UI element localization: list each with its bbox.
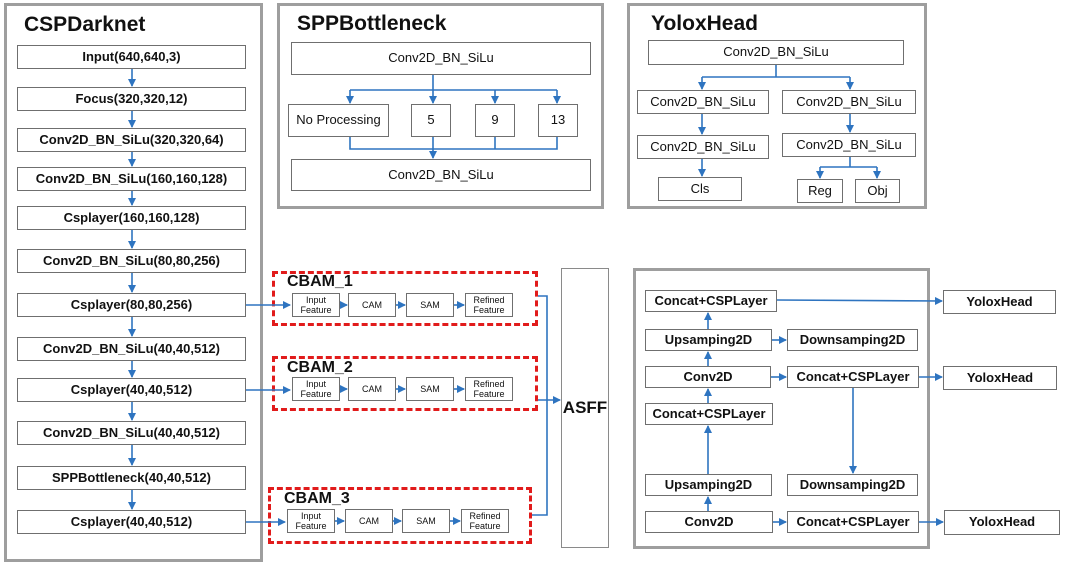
cbam-2-box (272, 356, 538, 411)
cbam-3-cam: CAM (345, 509, 393, 533)
csp-layer-focus: Focus(320,320,12) (17, 87, 246, 111)
neck-upsampling-2: Upsamping2D (645, 474, 772, 496)
output-yolox-head-2: YoloxHead (943, 366, 1057, 390)
yolox-right-conv-2: Conv2D_BN_SiLu (782, 133, 916, 157)
neck-downsampling-1: Downsamping2D (787, 329, 918, 351)
cbam-3-title: CBAM_3 (284, 490, 350, 507)
asff-block: ASFF (561, 268, 609, 548)
spp-branch-13: 13 (538, 104, 578, 137)
neck-concat-csp-1: Concat+CSPLayer (645, 290, 777, 312)
csp-layer-conv-160: Conv2D_BN_SiLu(160,160,128) (17, 167, 246, 191)
neck-concat-csp-2: Concat+CSPLayer (787, 366, 919, 388)
cbam-1-title: CBAM_1 (287, 273, 353, 290)
spp-title: SPPBottleneck (297, 12, 447, 35)
csp-layer-conv-40a: Conv2D_BN_SiLu(40,40,512) (17, 337, 246, 361)
cbam-1-refined-feature: Refined Feature (465, 293, 513, 317)
cbam-3-box (268, 487, 532, 544)
csp-layer-conv-320: Conv2D_BN_SiLu(320,320,64) (17, 128, 246, 152)
neck-conv2d-1: Conv2D (645, 366, 771, 388)
cspdarknet-title: CSPDarknet (24, 13, 146, 36)
csp-layer-conv-80: Conv2D_BN_SiLu(80,80,256) (17, 249, 246, 273)
yolox-head-title: YoloxHead (651, 12, 758, 35)
csp-layer-csplayer-160: Csplayer(160,160,128) (17, 206, 246, 230)
cbam-2-input-feature: Input Feature (292, 377, 340, 401)
yolox-right-conv-1: Conv2D_BN_SiLu (782, 90, 916, 114)
neck-upsampling-1: Upsamping2D (645, 329, 772, 351)
yolox-left-conv-2: Conv2D_BN_SiLu (637, 135, 769, 159)
yolox-left-conv-1: Conv2D_BN_SiLu (637, 90, 769, 114)
spp-branch-5: 5 (411, 104, 451, 137)
csp-layer-csplayer-40b: Csplayer(40,40,512) (17, 510, 246, 534)
csp-layer-spp: SPPBottleneck(40,40,512) (17, 466, 246, 490)
output-yolox-head-1: YoloxHead (943, 290, 1056, 314)
cbam-1-input-feature: Input Feature (292, 293, 340, 317)
spp-branch-9: 9 (475, 104, 515, 137)
cbam-3-sam: SAM (402, 509, 450, 533)
spp-bottom-conv: Conv2D_BN_SiLu (291, 159, 591, 191)
cbam-2-title: CBAM_2 (287, 359, 353, 376)
spp-branch-none: No Processing (288, 104, 389, 137)
spp-top-conv: Conv2D_BN_SiLu (291, 42, 591, 75)
csp-layer-input: Input(640,640,3) (17, 45, 246, 69)
neck-concat-csp-3: Concat+CSPLayer (645, 403, 773, 425)
neck-concat-csp-4: Concat+CSPLayer (787, 511, 919, 533)
yolox-reg: Reg (797, 179, 843, 203)
output-yolox-head-3: YoloxHead (944, 510, 1060, 535)
cbam-2-sam: SAM (406, 377, 454, 401)
cbam-3-refined-feature: Refined Feature (461, 509, 509, 533)
neck-conv2d-2: Conv2D (645, 511, 773, 533)
neck-downsampling-2: Downsamping2D (787, 474, 918, 496)
csp-layer-conv-40b: Conv2D_BN_SiLu(40,40,512) (17, 421, 246, 445)
cbam-2-refined-feature: Refined Feature (465, 377, 513, 401)
cbam-1-sam: SAM (406, 293, 454, 317)
cbam-1-cam: CAM (348, 293, 396, 317)
yolox-cls: Cls (658, 177, 742, 201)
cbam-1-box (272, 271, 538, 326)
yolox-top-conv: Conv2D_BN_SiLu (648, 40, 904, 65)
cbam-3-input-feature: Input Feature (287, 509, 335, 533)
csp-layer-csplayer-80: Csplayer(80,80,256) (17, 293, 246, 317)
cbam-2-cam: CAM (348, 377, 396, 401)
yolox-obj: Obj (855, 179, 900, 203)
csp-layer-csplayer-40a: Csplayer(40,40,512) (17, 378, 246, 402)
